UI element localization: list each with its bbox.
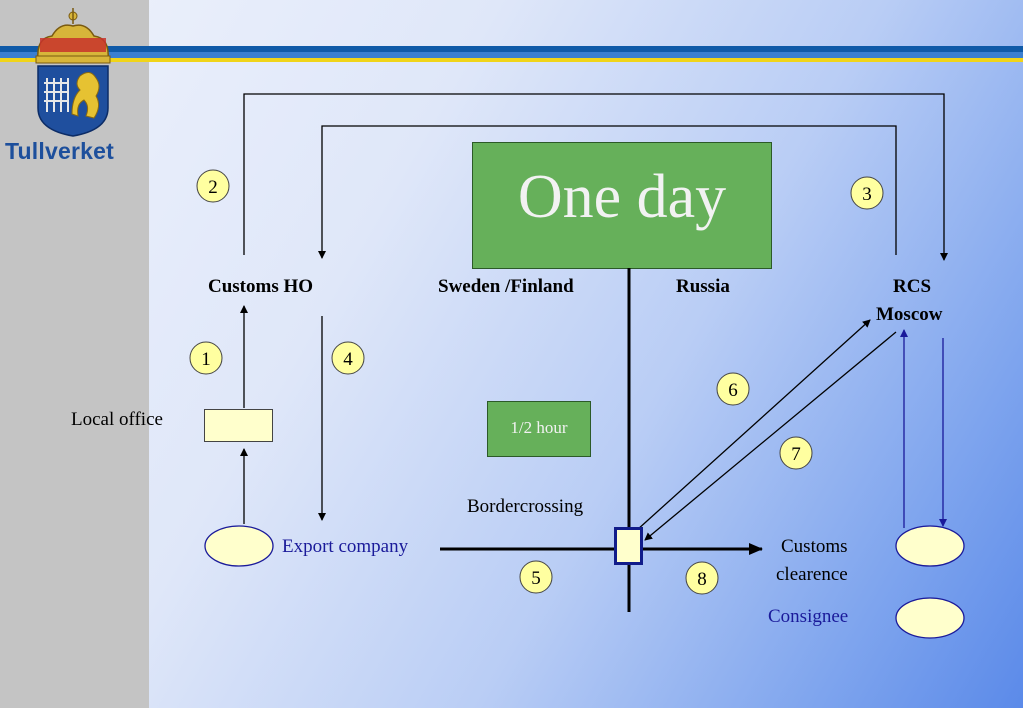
- bordercrossing-label: Bordercrossing: [467, 496, 584, 517]
- crown-lion-shield-icon: [35, 8, 111, 137]
- step-number-7: 7: [791, 444, 801, 465]
- local-office-label: Local office: [71, 409, 163, 430]
- export-company-oval: [204, 525, 274, 567]
- header-stripe-yellow: [0, 58, 1023, 62]
- header-stripe-blue: [0, 46, 1023, 52]
- header-stripe-lightblue: [0, 52, 1023, 58]
- customs-label: Customs: [781, 536, 848, 557]
- arrow-step-7: [644, 331, 897, 541]
- clearence-label: clearence: [776, 564, 848, 585]
- step-circle-1: [189, 341, 223, 375]
- moscow-label: Moscow: [876, 304, 943, 325]
- step-number-3: 3: [862, 184, 872, 205]
- step-circle-3: [850, 176, 884, 210]
- export-company-label: Export company: [282, 536, 409, 557]
- step-number-8: 8: [697, 569, 707, 590]
- arrow-step-6: [636, 319, 871, 531]
- step-number-5: 5: [531, 568, 541, 589]
- step-number-4: 4: [343, 349, 353, 370]
- step-circle-4: [331, 341, 365, 375]
- step-circle-8: [685, 561, 719, 595]
- step-number-6: 6: [728, 380, 738, 401]
- customs-ho-label: Customs HO: [208, 276, 314, 297]
- local-office-box: [204, 409, 273, 442]
- step-circle-7: [779, 436, 813, 470]
- arrow-step-2: [243, 93, 948, 261]
- step-circle-5: [519, 560, 553, 594]
- arrow-step-3: [318, 125, 897, 259]
- step-circle-6: [716, 372, 750, 406]
- sweden-finland-label: Sweden /Finland: [438, 276, 574, 297]
- consignee-oval: [895, 597, 965, 639]
- step-number-1: 1: [201, 349, 211, 370]
- bordercrossing-box: [614, 527, 643, 565]
- customs-clearence-oval: [895, 525, 965, 567]
- russia-label: Russia: [676, 276, 730, 297]
- half-hour-box: [487, 401, 591, 457]
- one-day-box: [472, 142, 772, 269]
- brand-name: Tullverket: [5, 138, 114, 164]
- step-number-2: 2: [208, 177, 218, 198]
- consignee-label: Consignee: [768, 606, 849, 627]
- rcs-label: RCS: [893, 276, 932, 297]
- half-hour-label: 1/2 hour: [510, 418, 568, 437]
- step-circle-2: [196, 169, 230, 203]
- one-day-label: One day: [517, 163, 727, 231]
